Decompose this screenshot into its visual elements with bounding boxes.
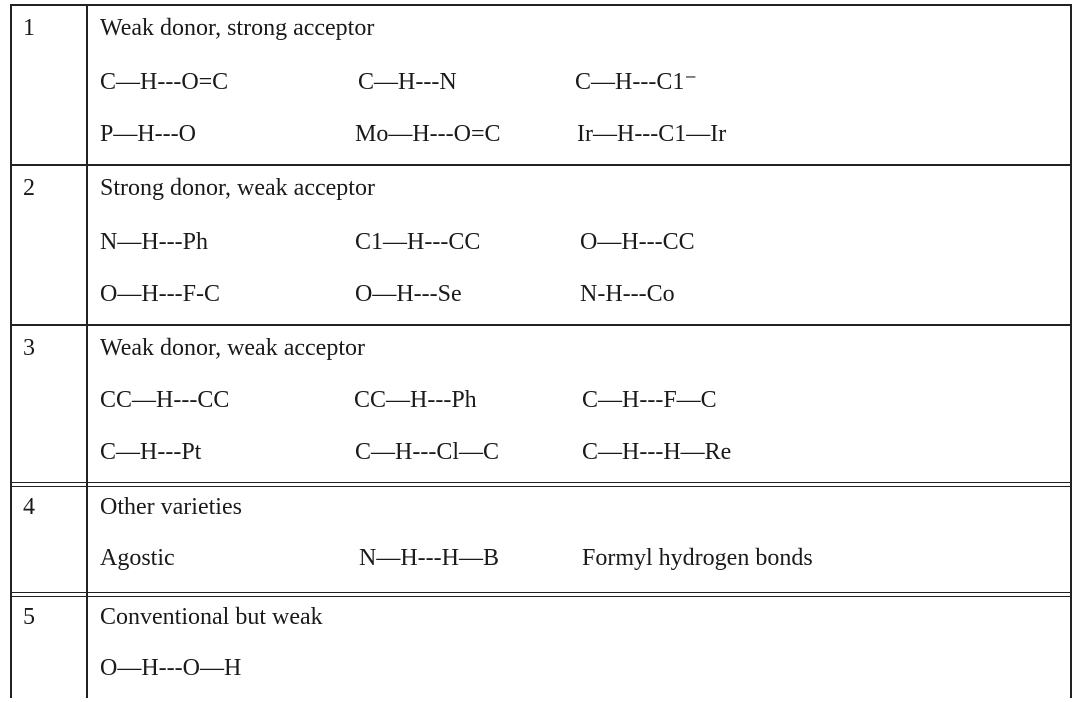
row-category-title: Strong donor, weak acceptor (100, 175, 375, 201)
row-category-title: Weak donor, strong acceptor (100, 15, 375, 41)
table-row-4: 4 Other varieties Agostic N—H---H—B Form… (12, 487, 1070, 592)
bond-entry: C—H---F—C (582, 387, 717, 413)
bond-entry: O—H---CC (580, 229, 695, 255)
row-separator-double (10, 482, 1072, 487)
bond-entry: C—H---N (358, 69, 457, 95)
column-divider (86, 6, 88, 698)
row-number: 4 (23, 494, 35, 520)
bond-entry: C—H---O=C (100, 69, 229, 95)
row-category-title: Weak donor, weak acceptor (100, 335, 365, 361)
bond-entry: C1—H---CC (355, 229, 481, 255)
row-separator-double (10, 592, 1072, 597)
row-number: 5 (23, 604, 35, 630)
bond-entry: O—H---F-C (100, 281, 220, 307)
table-row-2: 2 Strong donor, weak acceptor N—H---Ph C… (12, 166, 1070, 324)
bond-entry: Mo—H---O=C (355, 121, 501, 147)
hydrogen-bond-table: 1 Weak donor, strong acceptor C—H---O=C … (10, 4, 1072, 698)
bond-entry: Ir—H---C1—Ir (577, 121, 727, 147)
bond-entry: O—H---O—H (100, 655, 242, 681)
table-row-3: 3 Weak donor, weak acceptor CC—H---CC CC… (12, 326, 1070, 482)
bond-entry: N—H---H—B (359, 545, 499, 571)
row-separator (10, 324, 1072, 326)
row-separator (10, 164, 1072, 166)
row-number: 3 (23, 335, 35, 361)
bond-entry: Agostic (100, 545, 175, 571)
bond-entry: N—H---Ph (100, 229, 208, 255)
bond-entry: C—H---Cl—C (355, 439, 499, 465)
bond-entry: C—H---C1⁻ (575, 69, 697, 95)
bond-entry: O—H---Se (355, 281, 462, 307)
row-category-title: Conventional but weak (100, 604, 323, 630)
row-category-title: Other varieties (100, 494, 242, 520)
bond-entry: CC—H---CC (100, 387, 230, 413)
row-number: 1 (23, 15, 35, 41)
table-row-5: 5 Conventional but weak O—H---O—H (12, 597, 1070, 700)
bond-entry: C—H---Pt (100, 439, 202, 465)
bond-entry: P—H---O (100, 121, 196, 147)
row-number: 2 (23, 175, 35, 201)
bond-entry: CC—H---Ph (354, 387, 477, 413)
bond-entry: N-H---Co (580, 281, 675, 307)
bond-entry: Formyl hydrogen bonds (582, 545, 813, 571)
bond-entry: C—H---H—Re (582, 439, 732, 465)
table-row-1: 1 Weak donor, strong acceptor C—H---O=C … (12, 6, 1070, 164)
